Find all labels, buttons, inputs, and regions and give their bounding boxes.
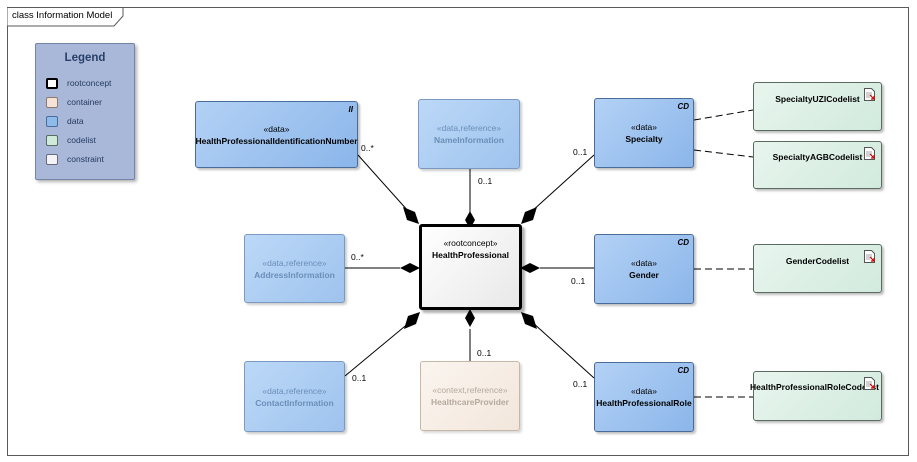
legend-label: codelist bbox=[67, 135, 96, 145]
stereotype-label: «context,reference» bbox=[432, 385, 508, 395]
multiplicity-role: 0..1 bbox=[573, 379, 588, 389]
codelist-document-icon bbox=[864, 250, 875, 263]
class-name: AddressInformation bbox=[254, 269, 335, 280]
datatype-tag: CD bbox=[677, 102, 689, 111]
diamond-provider bbox=[465, 309, 475, 327]
legend-label: constraint bbox=[67, 154, 104, 164]
legend-swatch-data bbox=[46, 115, 58, 127]
legend-title: Legend bbox=[64, 52, 106, 64]
legend-item-rootconcept: rootconcept bbox=[46, 76, 111, 90]
diamond-identification bbox=[403, 207, 419, 224]
datatype-tag: CD bbox=[677, 366, 689, 375]
stereotype-label: «data,reference» bbox=[262, 385, 327, 396]
legend: Legend rootconcept container data codeli… bbox=[35, 43, 135, 180]
class-health-professional-identification-number[interactable]: II «data» HealthProfessionalIdentificati… bbox=[195, 101, 358, 168]
class-name: NameInformation bbox=[434, 135, 504, 145]
class-gender[interactable]: CD «data» Gender bbox=[594, 234, 694, 304]
stereotype-label: «data» bbox=[263, 123, 290, 134]
legend-label: rootconcept bbox=[67, 78, 112, 88]
diamond-role bbox=[521, 312, 537, 329]
multiplicity-name-information: 0..1 bbox=[478, 176, 493, 186]
codelist-name: HealthProfessionalRoleCodelist bbox=[750, 381, 879, 392]
stereotype-label: «data» bbox=[631, 386, 657, 396]
diamond-contact bbox=[404, 312, 420, 329]
legend-label: data bbox=[67, 116, 84, 126]
connector-specialty bbox=[530, 154, 595, 213]
datatype-tag: CD bbox=[677, 238, 689, 247]
diamond-specialty bbox=[521, 207, 537, 224]
class-specialty[interactable]: CD «data» Specialty bbox=[594, 98, 694, 168]
connector-specialty-uzi bbox=[693, 109, 754, 121]
legend-swatch-codelist bbox=[46, 134, 58, 146]
legend-item-codelist: codelist bbox=[46, 133, 96, 147]
class-address-information[interactable]: «data,reference» AddressInformation bbox=[244, 234, 345, 303]
codelist-name: GenderCodelist bbox=[785, 255, 850, 266]
diagram-tab bbox=[7, 7, 124, 27]
connector-identification bbox=[357, 154, 410, 213]
diagram-frame bbox=[7, 7, 909, 456]
multiplicity-provider: 0..1 bbox=[477, 348, 492, 358]
diamond-address bbox=[400, 263, 420, 273]
connector-role bbox=[531, 321, 595, 379]
class-name: ContactInformation bbox=[255, 397, 334, 408]
multiplicity-identification: 0..* bbox=[361, 143, 374, 153]
legend-item-container: container bbox=[46, 95, 102, 109]
stereotype-label: «data,reference» bbox=[262, 257, 327, 268]
datatype-tag: II bbox=[348, 105, 353, 114]
stereotype-label: «rootconcept» bbox=[443, 238, 498, 248]
connector-contact bbox=[344, 321, 411, 377]
codelist-document-icon bbox=[864, 88, 875, 101]
class-health-professional[interactable]: «rootconcept» HealthProfessional bbox=[419, 224, 522, 310]
legend-swatch-constraint bbox=[46, 153, 58, 165]
codelist-specialty-agb[interactable]: SpecialtyAGBCodelist bbox=[753, 141, 882, 189]
stereotype-label: «data» bbox=[631, 258, 657, 268]
class-health-professional-role[interactable]: CD «data» HealthProfessionalRole bbox=[594, 362, 694, 432]
multiplicity-contact: 0..1 bbox=[352, 373, 367, 383]
multiplicity-specialty: 0..1 bbox=[573, 147, 588, 157]
class-healthcare-provider[interactable]: «context,reference» HealthcareProvider bbox=[420, 361, 520, 431]
multiplicity-gender: 0..1 bbox=[571, 276, 586, 286]
legend-swatch-rootconcept bbox=[46, 77, 58, 89]
legend-item-constraint: constraint bbox=[46, 152, 104, 166]
codelist-health-professional-role[interactable]: HealthProfessionalRoleCodelist bbox=[750, 371, 882, 421]
class-name: HealthProfessionalRole bbox=[596, 398, 692, 408]
codelist-name: SpecialtyUZICodelist bbox=[775, 93, 860, 104]
legend-item-data: data bbox=[46, 114, 84, 128]
legend-label: container bbox=[67, 97, 102, 107]
multiplicity-address: 0..* bbox=[351, 252, 364, 262]
class-name-information[interactable]: «data,reference» NameInformation bbox=[418, 99, 520, 169]
class-name: HealthcareProvider bbox=[431, 397, 509, 407]
class-contact-information[interactable]: «data,reference» ContactInformation bbox=[244, 361, 345, 432]
class-name: Specialty bbox=[625, 134, 663, 144]
class-name: HealthProfessionalIdentificationNumber bbox=[195, 135, 358, 146]
codelist-specialty-uzi[interactable]: SpecialtyUZICodelist bbox=[753, 82, 882, 131]
diamond-gender bbox=[520, 263, 540, 273]
codelist-document-icon bbox=[864, 377, 875, 390]
stereotype-label: «data,reference» bbox=[436, 123, 502, 133]
diagram-title: class Information Model bbox=[12, 10, 113, 21]
codelist-name: SpecialtyAGBCodelist bbox=[772, 152, 863, 162]
class-name: HealthProfessional bbox=[432, 250, 509, 260]
stereotype-label: «data» bbox=[631, 122, 657, 132]
codelist-gender[interactable]: GenderCodelist bbox=[753, 244, 882, 293]
connector-specialty-agb bbox=[693, 149, 754, 158]
codelist-document-icon bbox=[864, 147, 875, 160]
class-name: Gender bbox=[629, 270, 659, 280]
legend-swatch-container bbox=[46, 96, 58, 108]
